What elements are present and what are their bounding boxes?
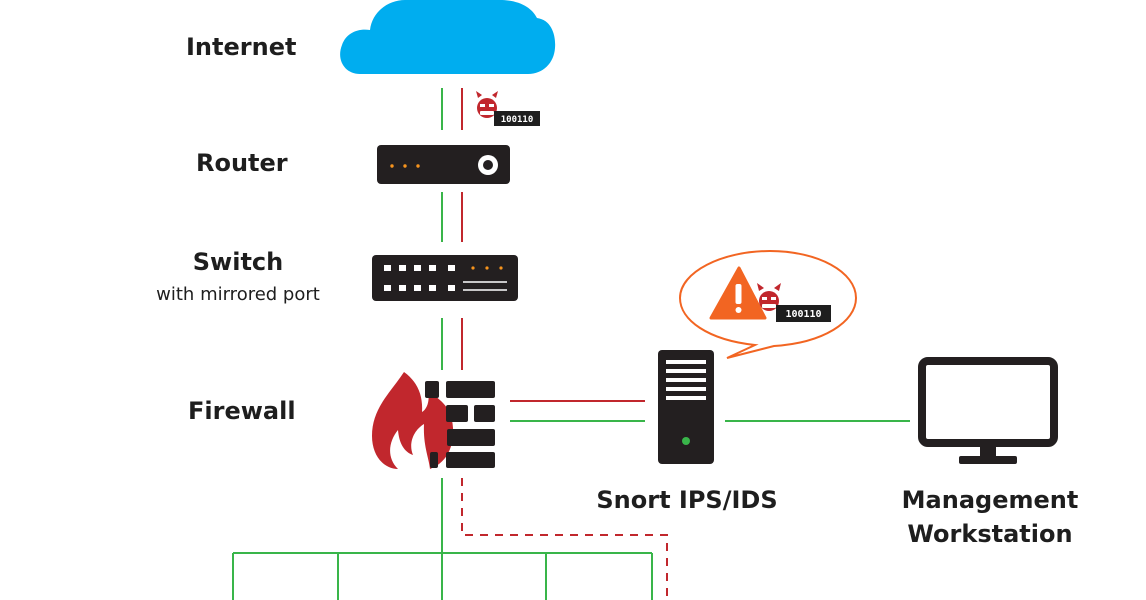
label-internet: Internet <box>186 33 297 61</box>
firewall-bricks <box>425 381 495 468</box>
label-switch-sub: with mirrored port <box>156 284 320 305</box>
binary-tag-alert-text: 100110 <box>785 309 821 320</box>
warning-triangle-icon <box>709 266 767 320</box>
label-mgmt-line1: Management <box>901 486 1079 514</box>
firewall-flame-icon <box>372 372 454 469</box>
label-switch: Switch <box>192 248 284 276</box>
monitor-icon <box>918 357 1058 464</box>
server-tower-icon <box>658 350 714 464</box>
label-mgmt-line2: Workstation <box>907 520 1073 548</box>
binary-tag-top: 100110 <box>494 111 540 126</box>
cloud-icon <box>340 0 556 74</box>
devil-icon <box>476 91 498 118</box>
connection-lines <box>232 88 910 600</box>
binary-tag-alert: 100110 <box>776 305 831 322</box>
devil-icon-alert <box>757 283 781 311</box>
router-icon <box>377 145 510 184</box>
label-firewall: Firewall <box>188 397 296 425</box>
label-snort: Snort IPS/IDS <box>596 486 778 514</box>
binary-tag-top-text: 100110 <box>501 115 534 125</box>
label-router: Router <box>196 149 288 177</box>
switch-icon <box>372 255 518 301</box>
